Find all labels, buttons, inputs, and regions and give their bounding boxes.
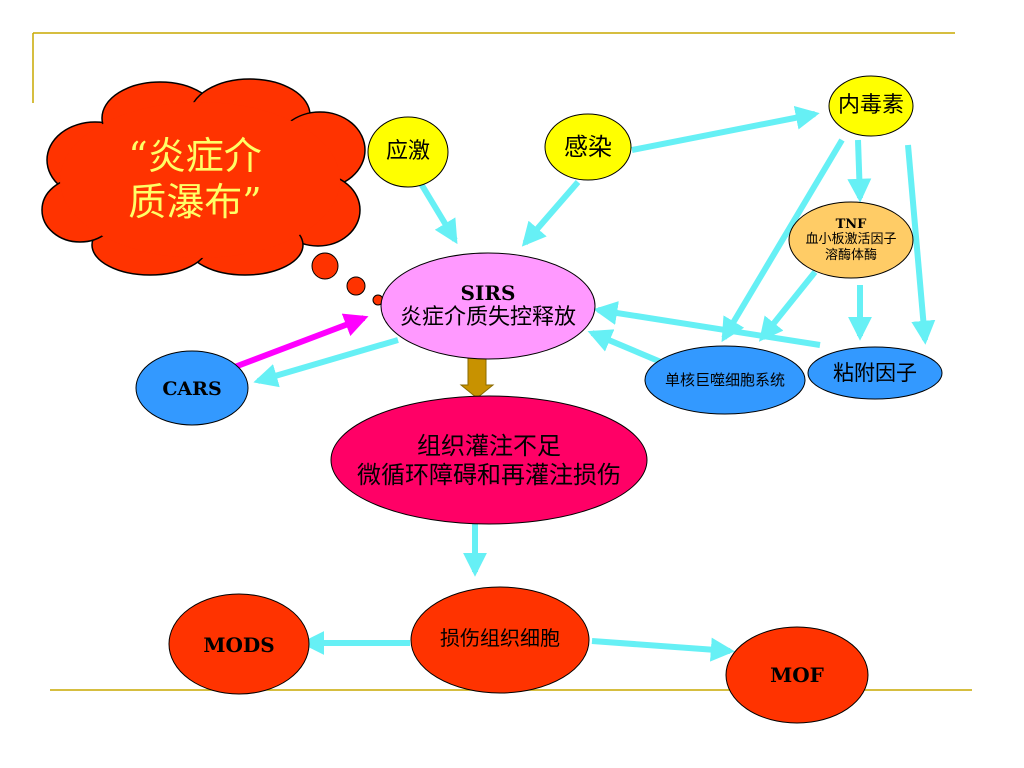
node-macrophage: 单核巨噬细胞系统 <box>664 371 785 389</box>
node-mediators-line1: TNF <box>835 216 867 232</box>
cloud-fill <box>60 102 340 258</box>
node-perfusion: 组织灌注不足 微循环障碍和再灌注损伤 <box>331 424 647 498</box>
node-sirs-line2: 炎症介质失控释放 <box>399 304 576 330</box>
node-injury-shape <box>410 586 590 694</box>
node-injury: 损伤组织细胞 <box>440 626 560 650</box>
cloud-label-line2: 质瀑布” <box>128 180 262 224</box>
node-sirs-shape <box>380 252 596 360</box>
arrow-injury-to-mof <box>591 637 735 662</box>
node-sirs: SIRS 炎症介质失控释放 <box>381 272 595 340</box>
arrow-endotoxin-to-macrophage <box>721 138 845 343</box>
node-mods-shape <box>168 593 310 695</box>
bubble-dot-large <box>311 252 339 280</box>
bubble-dot-medium <box>346 276 366 296</box>
node-perfusion-line1: 组织灌注不足 <box>417 432 561 461</box>
arrow-sirs-to-cars <box>253 337 399 388</box>
node-perfusion-line2: 微循环障碍和再灌注损伤 <box>357 461 621 489</box>
node-adhesion-shape <box>807 346 943 400</box>
node-cars-shape <box>135 350 249 426</box>
node-mediators-line3: 溶酶体酶 <box>824 247 877 263</box>
node-mof: MOF <box>770 663 824 687</box>
arrow-endotoxin-to-adhesion <box>905 144 936 345</box>
node-adhesion: 粘附因子 <box>833 361 917 386</box>
arrow-stress-to-sirs <box>417 180 458 245</box>
arrow-cars-to-sirs <box>230 313 369 371</box>
node-mof-shape <box>725 626 869 724</box>
arrow-endotoxin-to-mediators <box>847 139 872 203</box>
node-mediators: TNF 血小板激活因子 溶酶体酶 <box>789 208 913 272</box>
cloud-label-line1: “炎症介 <box>128 134 262 179</box>
node-mediators-shape <box>788 201 914 279</box>
arrow-infection-to-sirs <box>521 180 581 247</box>
node-stress: 应激 <box>385 138 430 164</box>
arrow-adhesion-to-sirs <box>593 301 821 348</box>
arrow-sirs-to-perfusion <box>459 357 495 399</box>
node-infection: 感染 <box>564 132 612 161</box>
node-mods: MODS <box>203 633 275 657</box>
node-mediators-line2: 血小板激活因子 <box>805 232 897 248</box>
cloud-label: “炎症介 质瀑布” <box>70 125 320 235</box>
node-cars: CARS <box>162 377 222 400</box>
node-infection-shape <box>544 113 632 181</box>
node-endotoxin: 内毒素 <box>837 92 904 118</box>
node-sirs-line1: SIRS <box>460 280 516 305</box>
arrow-macrophage-to-sirs <box>587 329 670 368</box>
arrow-infection-to-endotoxin <box>631 105 820 153</box>
arrow-mediators-to-macrophage <box>758 270 818 342</box>
node-macrophage-shape <box>644 345 806 415</box>
node-stress-shape <box>367 116 449 188</box>
node-perfusion-shape <box>330 395 648 525</box>
node-endotoxin-shape <box>828 75 914 137</box>
